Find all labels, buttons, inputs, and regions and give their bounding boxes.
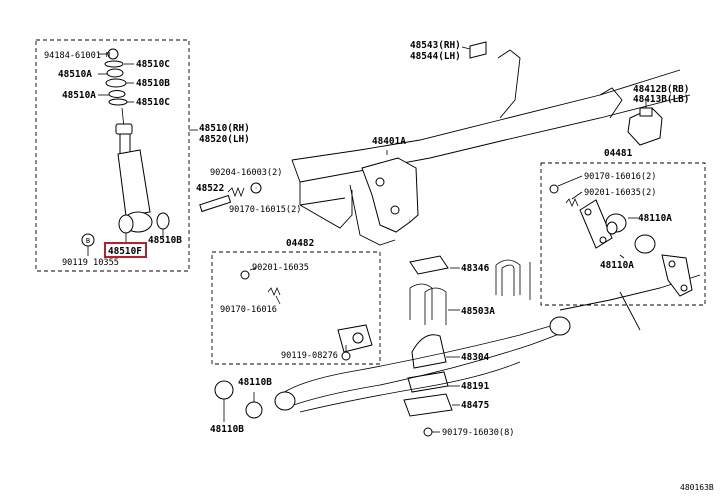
- bolt-icon[interactable]: [341, 351, 351, 361]
- part-label-48510b[interactable]: 48510B: [136, 78, 170, 89]
- bushing-icon[interactable]: [245, 401, 263, 419]
- bushing-icon[interactable]: [634, 234, 656, 254]
- part-label-48346[interactable]: 48346: [461, 263, 490, 274]
- part-label-48510b[interactable]: 48510B: [148, 235, 182, 246]
- shackle-kit-lh-group: [211, 251, 381, 365]
- spring-seat-icon[interactable]: [411, 334, 447, 369]
- labels-spring: 48346 48503A 48304 48191 48475 90179-160…: [210, 263, 514, 438]
- bushing-icon[interactable]: [156, 212, 170, 230]
- part-label-90204[interactable]: 90204-16003(2): [210, 168, 282, 178]
- part-label-48110a[interactable]: 48110A: [600, 260, 634, 271]
- bushing-icon[interactable]: [214, 380, 234, 400]
- hanger-bracket[interactable]: [361, 150, 419, 233]
- nut-icon[interactable]: [240, 270, 250, 280]
- shock-body-icon[interactable]: [117, 149, 151, 217]
- part-label-48520[interactable]: 48520(LH): [199, 134, 250, 145]
- part-label-48304[interactable]: 48304: [461, 352, 490, 363]
- part-label-48510a[interactable]: 48510A: [62, 90, 96, 101]
- marker-n: N: [106, 51, 110, 59]
- u-bolt-icon[interactable]: [409, 283, 433, 320]
- bushing-icon[interactable]: [606, 221, 618, 235]
- shock-absorber-group: [35, 39, 198, 272]
- part-label-48510[interactable]: 48510(RH): [199, 123, 250, 134]
- bushing-48110b-group: [214, 380, 263, 422]
- bushing-icon[interactable]: [118, 214, 134, 234]
- part-label-48475[interactable]: 48475: [461, 400, 490, 411]
- kit-label-04481[interactable]: 04481: [604, 148, 633, 159]
- part-label-48503a[interactable]: 48503A: [461, 306, 495, 317]
- part-label-48543[interactable]: 48543(RH): [410, 40, 461, 51]
- part-label-48191[interactable]: 48191: [461, 381, 490, 392]
- part-label-48510f[interactable]: 48510F: [108, 246, 142, 257]
- shackle-plate-icon[interactable]: [661, 254, 693, 297]
- spring-plate-icon[interactable]: [403, 393, 453, 417]
- highlight-box: [104, 242, 147, 258]
- shock-rod-icon[interactable]: [115, 123, 133, 135]
- u-bolt-icon[interactable]: [424, 287, 447, 325]
- part-label-90170-16016[interactable]: 90170-16016: [220, 305, 277, 315]
- u-bolt-group[interactable]: [403, 255, 531, 417]
- labels-shackle: 90204-16003(2) 48522 90170-16015(2): [196, 168, 301, 215]
- leaf-spring[interactable]: [274, 316, 571, 437]
- part-label-90119-10355[interactable]: 90119 10355: [62, 258, 119, 268]
- labels-left: 94184-61001 N 48510C 48510A 48510B 48510…: [44, 51, 250, 268]
- bushing-icon[interactable]: [105, 78, 127, 88]
- labels-top: 48543(RH) 48544(LH) 48412B(RB) 48413B(LB…: [372, 40, 689, 147]
- bushing-icon[interactable]: [106, 68, 124, 78]
- part-label-90170-16015[interactable]: 90170-16015(2): [229, 205, 301, 215]
- part-label-48110b[interactable]: 48110B: [210, 424, 244, 435]
- part-label-48544[interactable]: 48544(LH): [410, 51, 461, 62]
- marker-b: B: [86, 237, 90, 245]
- part-label-90201-16035[interactable]: 90201-16035(2): [584, 188, 656, 198]
- spring-bumper-icon[interactable]: [409, 255, 449, 275]
- washer-icon[interactable]: [108, 98, 128, 106]
- labels-middle-box: 04482 90201-16035 90170-16016 90119-0827…: [220, 238, 338, 361]
- shackle-bolt-group: [199, 182, 262, 213]
- bumper-bracket-48543[interactable]: [461, 41, 487, 59]
- part-label-94184[interactable]: 94184-61001: [44, 51, 101, 61]
- diagram-id: 480163B: [680, 483, 714, 492]
- nut-icon[interactable]: [549, 184, 559, 194]
- part-label-48110a[interactable]: 48110A: [638, 213, 672, 224]
- part-label-48510c[interactable]: 48510C: [136, 97, 170, 108]
- shackle-kit-rh-frame: [540, 162, 706, 306]
- washer-icon[interactable]: [565, 197, 579, 208]
- part-label-48413b[interactable]: 48413B(LB): [633, 94, 689, 105]
- washer-icon[interactable]: [104, 60, 124, 68]
- nut-icon[interactable]: [423, 427, 433, 437]
- kit-label-04482[interactable]: 04482: [286, 238, 314, 249]
- frame-outline: [291, 49, 701, 331]
- part-label-48510a[interactable]: 48510A: [58, 69, 92, 80]
- shackle-kit-rh-group: [540, 162, 706, 306]
- bumper-stopper-48412B[interactable]: [627, 100, 663, 146]
- part-label-48412b[interactable]: 48412B(RB): [633, 84, 689, 95]
- shock-group-frame: [35, 39, 190, 272]
- part-label-48510c[interactable]: 48510C: [136, 59, 170, 70]
- part-label-48522[interactable]: 48522: [196, 183, 224, 194]
- washer-icon[interactable]: [227, 186, 245, 198]
- washer-icon[interactable]: [267, 286, 281, 297]
- washer-icon[interactable]: [108, 90, 126, 98]
- part-label-90201-16035[interactable]: 90201-16035: [252, 263, 309, 273]
- part-label-90119-08276[interactable]: 90119-08276: [281, 351, 338, 361]
- part-label-48401a[interactable]: 48401A: [372, 136, 406, 147]
- bolt-icon[interactable]: [199, 194, 232, 213]
- part-label-48110b[interactable]: 48110B: [238, 377, 272, 388]
- shackle-kit-lh-frame: [211, 251, 381, 365]
- part-label-90170-16016[interactable]: 90170-16016(2): [584, 172, 656, 182]
- part-label-90179[interactable]: 90179-16030(8): [442, 428, 514, 438]
- labels-right-box: 04481 90170-16016(2) 90201-16035(2) 4811…: [584, 148, 672, 271]
